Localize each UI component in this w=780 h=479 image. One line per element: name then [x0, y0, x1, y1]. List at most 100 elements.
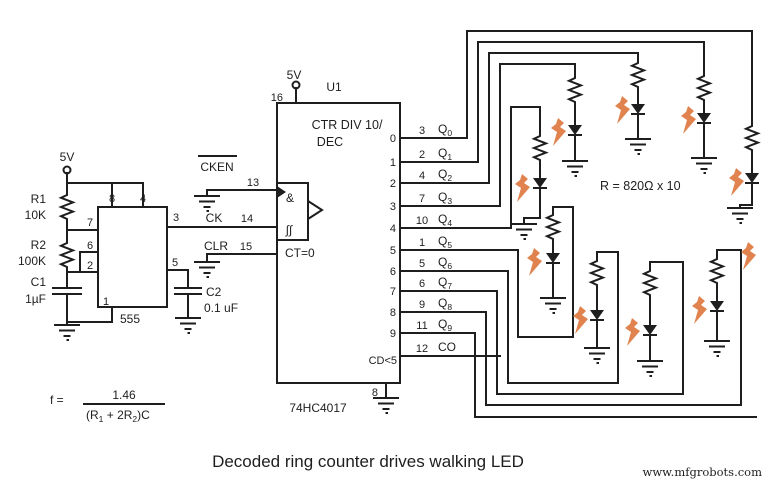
supply-terminal	[291, 80, 301, 90]
decoded-number: 5	[390, 245, 396, 257]
dynamic-input-icon	[277, 186, 286, 198]
pin-number: 2	[419, 149, 425, 161]
led-chain-q4	[510, 132, 548, 240]
pin-number: 9	[419, 299, 425, 311]
ground-icon	[174, 317, 202, 334]
resistor-icon	[631, 59, 645, 91]
led-icon	[567, 121, 583, 141]
ground-icon	[583, 347, 611, 364]
output-q1: 1 2 Q1	[390, 146, 452, 169]
cken-label: CKEN	[200, 160, 233, 174]
ground-icon	[703, 340, 731, 357]
pin13-label: 13	[247, 177, 259, 189]
formula-numerator: 1.46	[112, 388, 136, 402]
ck-label: CK	[206, 211, 223, 225]
q-label: Q3	[438, 190, 452, 206]
counter-ref-label: U1	[326, 80, 342, 94]
timer-supply-label: 5V	[60, 150, 75, 164]
pin6-label: 6	[87, 240, 93, 252]
pin14-label: 14	[241, 213, 253, 225]
resistor-note: R = 820Ω x 10	[600, 179, 681, 193]
pin-number: 6	[419, 278, 425, 290]
pin-number: 5	[419, 258, 425, 270]
q-label: Q4	[438, 212, 452, 228]
c2-value: 0.1 uF	[204, 301, 238, 315]
output-q8: 8 9 Q8	[390, 296, 452, 319]
ct-label: CT=0	[285, 246, 315, 260]
output-q0: 0 3 Q0	[390, 122, 452, 145]
led-chain-q1	[681, 72, 718, 174]
pin5-label: 5	[172, 257, 178, 269]
resistor-icon	[697, 72, 711, 104]
ground-icon	[624, 138, 652, 155]
r2-name: R2	[31, 238, 47, 252]
supply-terminal	[62, 165, 72, 175]
q-label: Q9	[438, 317, 452, 333]
light-bolt-icon	[551, 118, 566, 146]
ground-icon	[539, 297, 567, 314]
led-icon	[709, 297, 725, 317]
ground-icon	[561, 160, 589, 177]
output-co: 12 CO	[416, 340, 456, 355]
pin-number: 3	[419, 125, 425, 137]
resistor-icon	[546, 211, 560, 243]
q-label: Q5	[438, 234, 452, 250]
decoded-number: 7	[390, 286, 396, 298]
light-bolt-icon	[692, 296, 707, 324]
led-chain-q7	[625, 267, 664, 377]
co-label: CO	[438, 340, 456, 354]
watermark: www.mfgrobots.com	[643, 465, 763, 479]
output-q9: 9 11 Q9	[390, 317, 452, 340]
pin1-label: 1	[103, 296, 109, 308]
output-q6: 6 5 Q6	[390, 255, 452, 278]
formula-denominator: (R1 + 2R2)C	[86, 408, 150, 424]
pin16-label: 16	[271, 92, 283, 104]
ground-icon	[726, 207, 754, 224]
output-routing-wires	[399, 30, 757, 418]
timer-ic-body	[97, 206, 168, 308]
decoded-number: 6	[390, 266, 396, 278]
led-icon	[696, 109, 712, 129]
clr-label: CLR	[204, 239, 228, 253]
timer-section: 5V R1 10K R2 100K C1 1µF 555 8 4 7 6 2 1…	[18, 87, 387, 399]
decoded-number: 0	[390, 133, 396, 145]
decoded-number: 1	[390, 157, 396, 169]
diagram-title: Decoded ring counter drives walking LED	[212, 452, 524, 471]
resistor-r2-icon	[60, 239, 74, 271]
and-gate-label: &	[286, 191, 294, 205]
led-chain-q8	[692, 255, 731, 357]
light-bolt-icon	[573, 306, 588, 334]
output-q2: 2 4 Q2	[390, 167, 452, 190]
ground-icon	[193, 261, 221, 278]
frequency-formula: f = 1.46 (R1 + 2R2)C	[50, 388, 165, 424]
r2-value: 100K	[18, 254, 46, 268]
resistor-icon	[710, 255, 724, 287]
ground-icon	[193, 195, 221, 212]
c1-name: C1	[31, 275, 47, 289]
ground-icon	[372, 397, 400, 414]
resistor-icon	[643, 267, 657, 299]
q-label: Q7	[438, 275, 452, 291]
ground-icon	[510, 223, 538, 240]
led-icon	[545, 249, 561, 269]
light-bolt-icon	[681, 106, 696, 134]
decoded-number: 8	[390, 307, 396, 319]
light-bolt-icon	[527, 248, 542, 276]
led-icon	[532, 174, 548, 194]
counter-gnd-pin-label: 8	[372, 387, 378, 399]
led-chain-q5	[527, 211, 567, 314]
led-chain-q6	[573, 257, 611, 364]
light-bolt-icon	[625, 318, 640, 346]
q-label: Q6	[438, 255, 452, 271]
r1-name: R1	[31, 192, 47, 206]
pin-number: 7	[419, 193, 425, 205]
ground-icon	[690, 157, 718, 174]
resistor-icon	[533, 132, 547, 164]
led-icon	[589, 306, 605, 326]
pin4-label: 4	[140, 193, 146, 205]
light-bolt-icon	[615, 96, 630, 124]
output-q5: 5 1 Q5	[390, 234, 452, 257]
ground-icon	[53, 324, 81, 341]
